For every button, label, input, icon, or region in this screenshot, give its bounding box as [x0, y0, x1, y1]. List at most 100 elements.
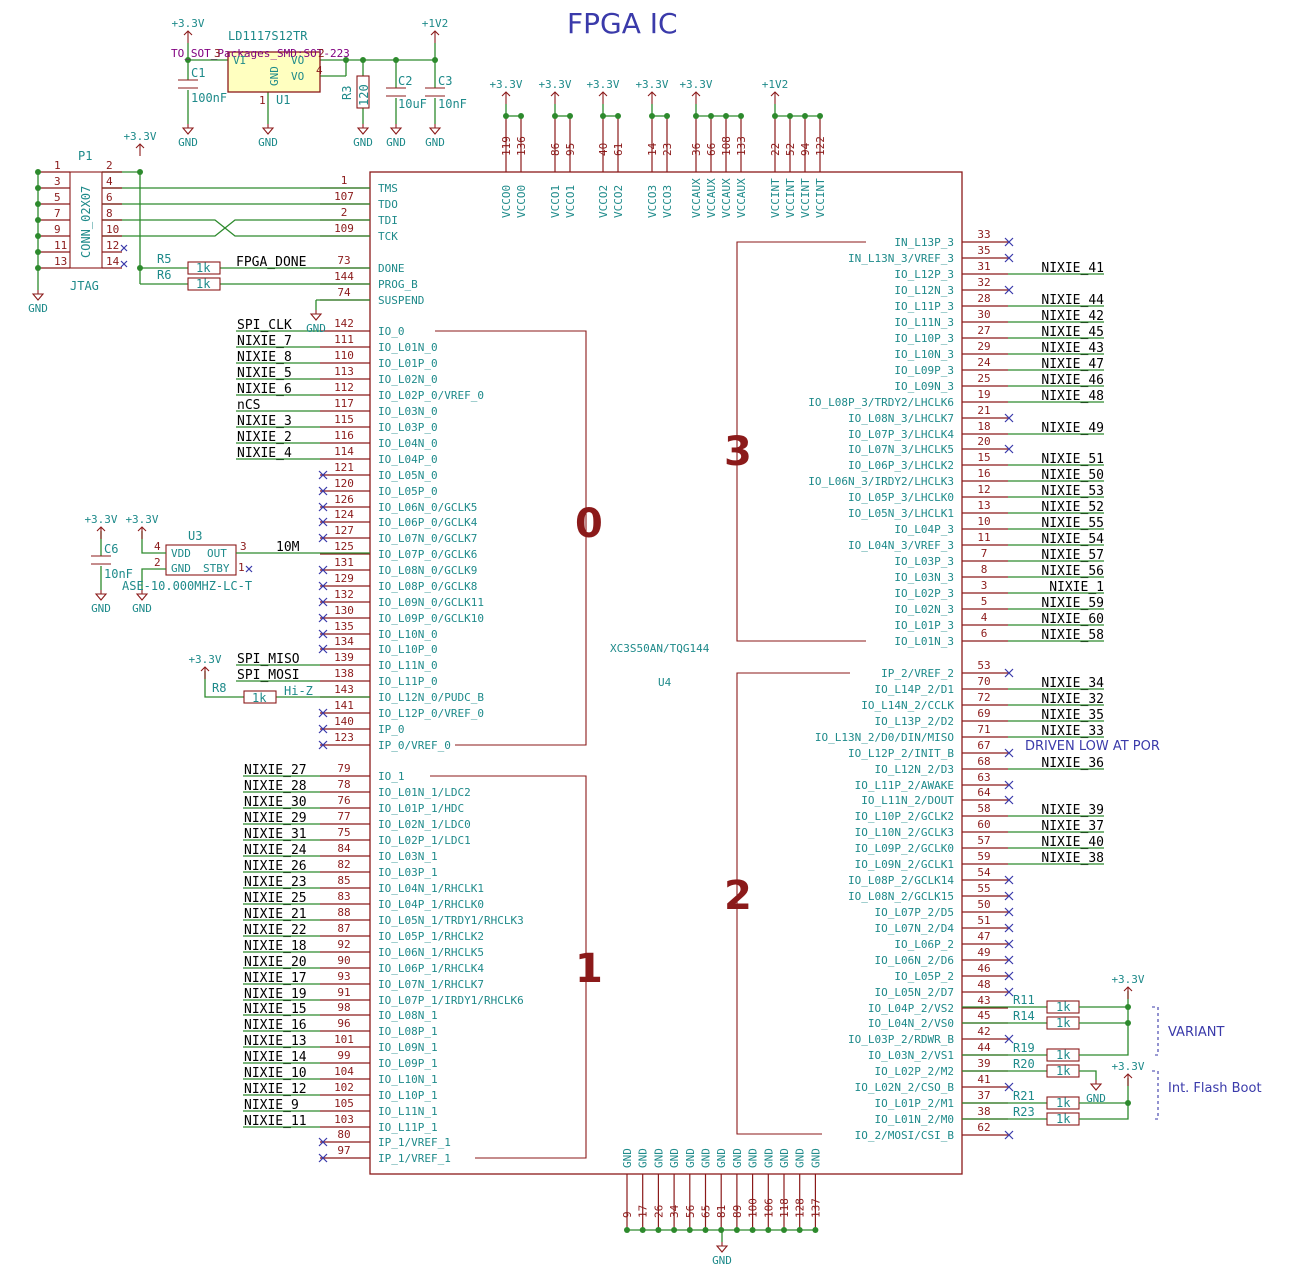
regulator-u1[interactable] — [227, 51, 321, 93]
oscillator-u3[interactable] — [165, 544, 237, 576]
